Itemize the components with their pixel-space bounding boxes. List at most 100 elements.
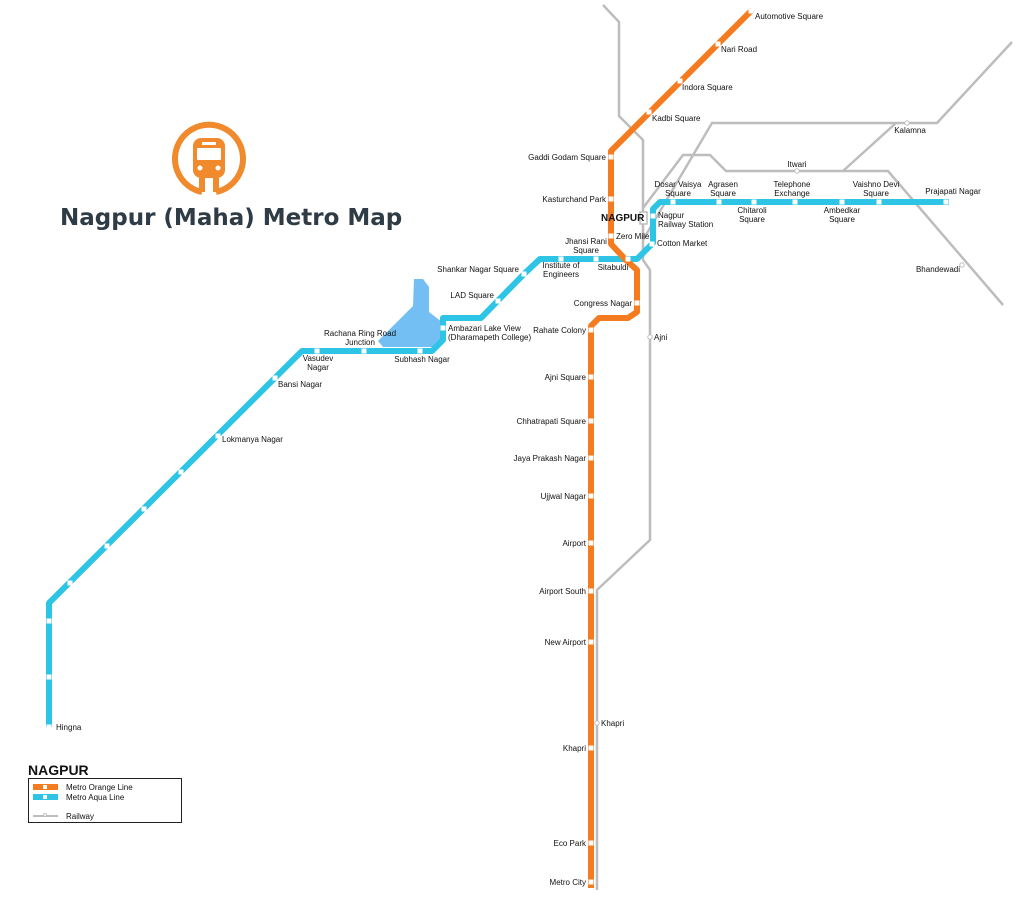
station-marker-icon[interactable] xyxy=(588,418,594,424)
station-marker-icon[interactable] xyxy=(670,199,676,205)
station-marker-icon[interactable] xyxy=(588,374,594,380)
station-marker-icon[interactable] xyxy=(272,375,278,381)
station-label: Cotton Market xyxy=(657,239,708,248)
station-marker-icon[interactable] xyxy=(716,199,722,205)
station-marker-icon[interactable] xyxy=(608,233,614,239)
station-marker-icon[interactable] xyxy=(646,109,652,115)
station-marker-icon[interactable] xyxy=(314,348,320,354)
station-marker-icon[interactable] xyxy=(593,256,599,262)
railway-station-marker-icon[interactable] xyxy=(959,262,965,268)
station-label: Khapri xyxy=(563,744,586,753)
station-label: Ajni xyxy=(654,333,668,342)
station-marker-icon[interactable] xyxy=(943,199,949,205)
station-label: New Airport xyxy=(545,638,587,647)
station-label: Nari Road xyxy=(721,45,757,54)
station-marker-icon[interactable] xyxy=(46,618,52,624)
station-marker-icon[interactable] xyxy=(46,724,52,730)
station-marker-icon[interactable] xyxy=(608,154,614,160)
station-marker-icon[interactable] xyxy=(649,241,655,247)
station-label: Ujjwal Nagar xyxy=(541,492,587,501)
station-label: Jaya Prakash Nagar xyxy=(514,454,587,463)
railway-swatch-icon xyxy=(33,813,58,817)
station-marker-icon[interactable] xyxy=(588,879,594,885)
station-marker-icon[interactable] xyxy=(715,41,721,47)
legend-label: Railway xyxy=(66,811,95,821)
aqua-line-swatch-icon xyxy=(33,794,58,800)
station-label: Rahate Colony xyxy=(533,326,586,335)
station-marker-icon[interactable] xyxy=(588,493,594,499)
station-marker-icon[interactable] xyxy=(440,325,446,331)
station-marker-icon[interactable] xyxy=(634,300,640,306)
city-label: NAGPUR xyxy=(601,213,645,224)
station-marker-icon[interactable] xyxy=(677,78,683,84)
station-marker-icon[interactable] xyxy=(361,348,367,354)
railway-station-marker-icon[interactable] xyxy=(794,168,800,174)
station-label: Itwari xyxy=(787,160,806,169)
station-marker-icon[interactable] xyxy=(46,674,52,680)
station-marker-icon[interactable] xyxy=(792,199,798,205)
station-marker-icon[interactable] xyxy=(650,213,656,219)
page-title: Nagpur (Maha) Metro Map xyxy=(60,205,403,231)
legend-item-aqua: Metro Aqua Line xyxy=(33,792,124,802)
legend-title: NAGPUR xyxy=(28,762,89,778)
station-marker-icon[interactable] xyxy=(588,540,594,546)
station-marker-icon[interactable] xyxy=(141,506,147,512)
station-marker-icon[interactable] xyxy=(495,298,501,304)
station-label: Khapri xyxy=(601,719,624,728)
metro-train-icon xyxy=(172,121,246,195)
station-label: Bhandewadi xyxy=(916,265,960,274)
station-marker-icon[interactable] xyxy=(608,196,614,202)
station-label: Gaddi Godam Square xyxy=(528,153,606,162)
legend-label: Metro Orange Line xyxy=(66,782,133,792)
station-marker-icon[interactable] xyxy=(839,199,845,205)
station-label: Congress Nagar xyxy=(574,299,633,308)
station-marker-icon[interactable] xyxy=(521,271,527,277)
railway-station-marker-icon[interactable] xyxy=(904,120,910,126)
station-label: Sitabuldi xyxy=(598,263,629,272)
railway-station-marker-icon[interactable] xyxy=(647,334,653,340)
station-marker-icon[interactable] xyxy=(67,580,73,586)
station-marker-icon[interactable] xyxy=(588,840,594,846)
station-marker-icon[interactable] xyxy=(558,256,564,262)
station-marker-icon[interactable] xyxy=(178,469,184,475)
station-marker-icon[interactable] xyxy=(588,455,594,461)
station-label: Subhash Nagar xyxy=(394,355,450,364)
station-marker-icon[interactable] xyxy=(876,199,882,205)
station-label: Metro City xyxy=(550,878,586,887)
station-label: Indora Square xyxy=(682,83,733,92)
nagpur-station-box xyxy=(639,211,648,225)
station-label: Eco Park xyxy=(554,839,587,848)
station-label: Shankar Nagar Square xyxy=(437,265,519,274)
aqua-line xyxy=(46,199,949,727)
station-marker-icon[interactable] xyxy=(588,745,594,751)
station-label: Kalamna xyxy=(894,126,926,135)
legend-item-orange: Metro Orange Line xyxy=(33,782,133,792)
station-label: Kasturchand Park xyxy=(542,195,607,204)
station-marker-icon[interactable] xyxy=(588,327,594,333)
station-marker-icon[interactable] xyxy=(417,348,423,354)
station-label: Prajapati Nagar xyxy=(925,187,981,196)
station-marker-icon[interactable] xyxy=(748,8,754,14)
legend-box: Metro Orange Line Metro Aqua Line Railwa… xyxy=(28,778,182,823)
station-marker-icon[interactable] xyxy=(751,199,757,205)
station-marker-icon[interactable] xyxy=(215,433,221,439)
legend-label: Metro Aqua Line xyxy=(66,792,125,802)
station-marker-icon[interactable] xyxy=(588,588,594,594)
station-marker-icon[interactable] xyxy=(625,256,631,262)
station-marker-icon[interactable] xyxy=(588,639,594,645)
railway-station-marker-icon[interactable] xyxy=(594,720,600,726)
station-label: LAD Square xyxy=(450,291,494,300)
station-label: Automotive Square xyxy=(755,12,824,21)
station-marker-icon[interactable] xyxy=(104,543,110,549)
